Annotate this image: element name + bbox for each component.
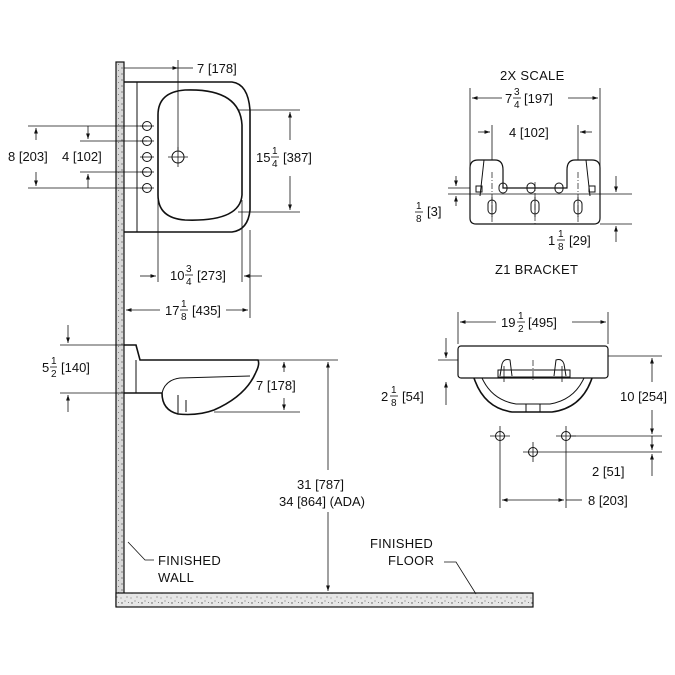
side-view: 5 1 2 [140] 7 [178] 31 [787] 34 [864] (A… xyxy=(42,325,365,591)
dim-front-h8: 8 [203] xyxy=(588,493,628,508)
svg-text:1: 1 xyxy=(272,146,278,157)
dim-bracket-width: 7 xyxy=(505,91,512,106)
svg-text:[140]: [140] xyxy=(61,360,90,375)
dim-plan-top: 7 [178] xyxy=(197,61,237,76)
svg-text:1: 1 xyxy=(391,385,397,396)
dim-front-depth: 2 xyxy=(381,389,388,404)
front-view: 19 1 2 [495] 2 1 8 [54] 10 [254] xyxy=(370,311,667,595)
finished-floor-label: FINISHED xyxy=(370,536,433,551)
dim-plan-bottom-17: 17 xyxy=(165,303,179,318)
dim-front-v2: 2 [51] xyxy=(592,464,625,479)
finished-wall-label-2: WALL xyxy=(158,570,194,585)
svg-text:1: 1 xyxy=(518,311,524,322)
svg-text:[495]: [495] xyxy=(528,315,557,330)
mounting-holes xyxy=(140,121,154,193)
svg-text:[29]: [29] xyxy=(569,233,591,248)
dim-rim-height-ada: 34 [864] (ADA) xyxy=(279,494,365,509)
svg-text:2: 2 xyxy=(518,324,524,335)
dim-front-v10: 10 [254] xyxy=(620,389,667,404)
svg-text:[197]: [197] xyxy=(524,91,553,106)
svg-text:8: 8 xyxy=(391,398,397,409)
svg-text:8: 8 xyxy=(416,214,422,225)
svg-text:1: 1 xyxy=(416,201,422,212)
dim-bracket-height: 1 xyxy=(548,233,555,248)
svg-text:1: 1 xyxy=(51,356,57,367)
svg-text:8: 8 xyxy=(181,312,187,323)
svg-text:2: 2 xyxy=(51,369,57,380)
svg-text:[435]: [435] xyxy=(192,303,221,318)
bracket-scale-label: 2X SCALE xyxy=(500,68,565,83)
svg-text:[54]: [54] xyxy=(402,389,424,404)
svg-text:[273]: [273] xyxy=(197,268,226,283)
plan-view: 7 [178] 8 [203] 4 [102] 15 1 4 [387] 10 … xyxy=(8,60,312,323)
dim-plan-left-8: 8 [203] xyxy=(8,149,48,164)
dim-bracket-spacing: 4 [102] xyxy=(509,125,549,140)
finished-wall-label: FINISHED xyxy=(158,553,221,568)
finished-floor-label-2: FLOOR xyxy=(388,553,434,568)
dim-front-width: 19 xyxy=(501,315,515,330)
dim-plan-right: 15 xyxy=(256,150,270,165)
svg-text:4: 4 xyxy=(186,277,192,288)
dim-side-depth: 7 [178] xyxy=(256,378,296,393)
finished-wall xyxy=(115,61,125,607)
dim-bracket-thickness: [3] xyxy=(427,204,441,219)
svg-text:[387]: [387] xyxy=(283,150,312,165)
dim-plan-left-4: 4 [102] xyxy=(62,149,102,164)
bracket-title: Z1 BRACKET xyxy=(495,262,578,277)
svg-text:3: 3 xyxy=(186,264,192,275)
dim-rim-height: 31 [787] xyxy=(297,477,344,492)
svg-text:3: 3 xyxy=(514,87,520,98)
z1-bracket: 2X SCALE 7 3 4 [197] 4 [102] xyxy=(415,68,632,277)
svg-text:1: 1 xyxy=(181,299,187,310)
svg-text:4: 4 xyxy=(272,159,278,170)
dim-plan-bottom-10: 10 xyxy=(170,268,184,283)
svg-text:8: 8 xyxy=(558,242,564,253)
dim-side-height: 5 xyxy=(42,360,49,375)
finished-floor xyxy=(115,592,534,608)
svg-text:4: 4 xyxy=(514,100,520,111)
svg-text:1: 1 xyxy=(558,229,564,240)
